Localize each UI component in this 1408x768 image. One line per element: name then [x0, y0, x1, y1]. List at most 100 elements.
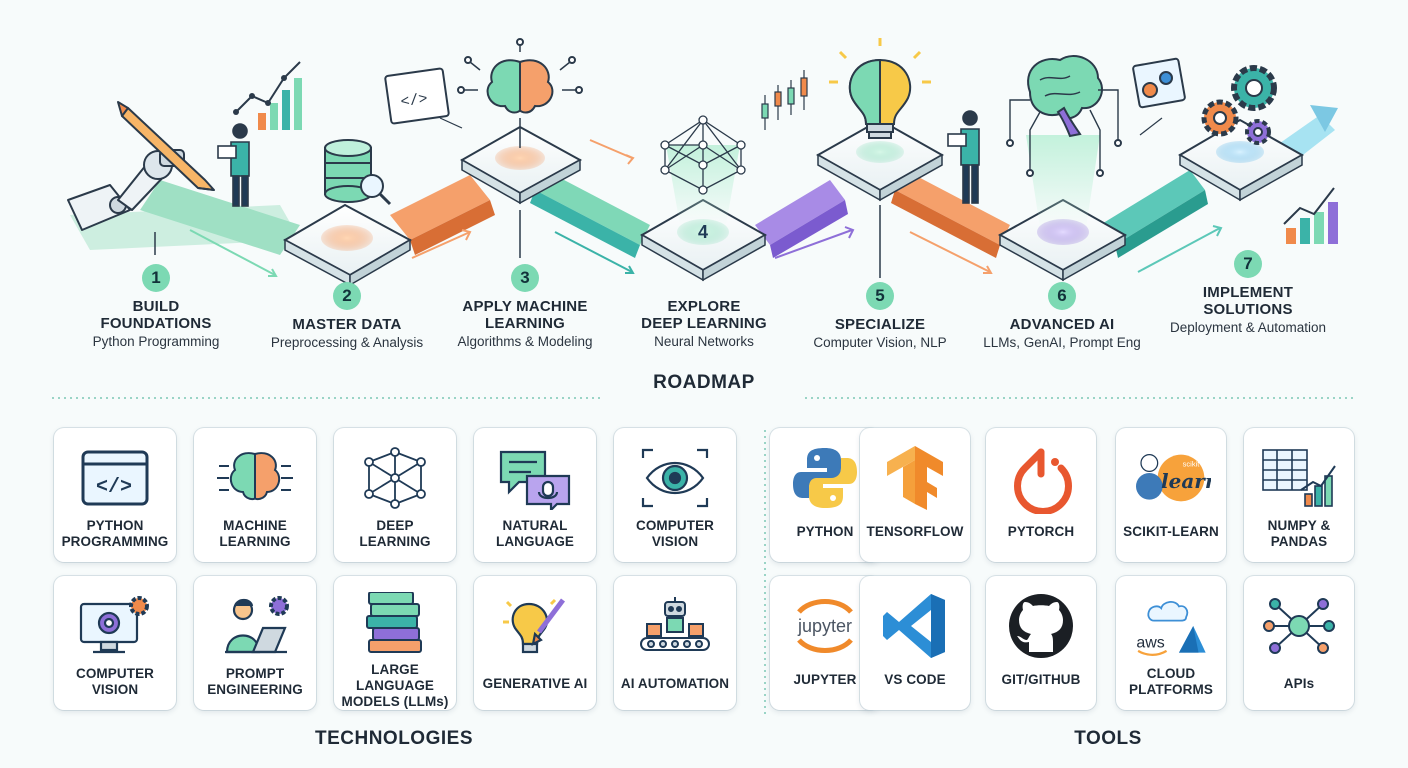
svg-text:jupyter: jupyter: [797, 616, 852, 636]
roadmap-step-5: 5 SPECIALIZE Computer Vision, NLP: [785, 282, 975, 352]
tech-card-generative-ai[interactable]: GENERATIVE AI: [474, 576, 596, 710]
person-laptop-step5-icon: [947, 110, 980, 204]
step-4-platform-number: 4: [697, 222, 708, 242]
chat-microphone-icon: [495, 442, 575, 514]
dotted-dividers: [52, 397, 1356, 715]
card-label: TENSORFLOW: [866, 524, 964, 539]
platform-step-6: [997, 198, 1128, 282]
github-logo-icon: [1001, 590, 1081, 662]
robot-arm-pencil-icon: [67, 101, 215, 231]
card-label: APIs: [1283, 676, 1315, 691]
settings-window-icon: [1132, 57, 1186, 109]
vscode-logo-icon: [875, 590, 955, 662]
code-window-float-icon: </>: [384, 67, 450, 125]
tools-title: TOOLS: [1074, 728, 1142, 749]
card-label: VS CODE: [884, 672, 946, 687]
platform-step-2: [282, 203, 413, 287]
tool-card-jupyter[interactable]: jupyter JUPYTER: [770, 576, 880, 710]
step-connectors: [154, 205, 881, 278]
neural-network-icon: [355, 442, 435, 514]
tool-card-tensorflow[interactable]: TENSORFLOW: [860, 428, 970, 562]
monitor-camera-icon: [75, 590, 155, 662]
roadmap-title: ROADMAP: [653, 372, 755, 393]
growth-chart-step7-icon: [1283, 187, 1338, 244]
lightbulb-brush-icon: [495, 590, 575, 662]
platform-step-4: [639, 198, 768, 282]
card-label: SCIKIT-LEARN: [1123, 524, 1219, 539]
step-subtitle: Computer Vision, NLP: [813, 335, 947, 350]
card-label: AI AUTOMATION: [620, 676, 730, 691]
books-icon: [355, 590, 435, 658]
database-magnifier-icon: [324, 139, 392, 206]
eye-icon: [635, 442, 715, 514]
svg-text:aws: aws: [1136, 634, 1164, 651]
person-laptop-step1-icon: [217, 123, 250, 207]
platform-step-3: [459, 125, 583, 205]
brain-circuit-step3-icon: [457, 38, 583, 148]
tool-card-vs-code[interactable]: VS CODE: [860, 576, 970, 710]
scikit-learn-logo-icon: scikitlearn: [1131, 442, 1211, 514]
jupyter-logo-icon: jupyter: [785, 590, 865, 662]
step-subtitle: Neural Networks: [654, 334, 754, 349]
svg-text:</>: </>: [400, 91, 429, 112]
technologies-title: TECHNOLOGIES: [314, 728, 473, 749]
step-number-badge: 1: [142, 264, 170, 292]
code-window-icon: </>: [75, 442, 155, 514]
card-label: PYTORCH: [1007, 524, 1075, 539]
tool-card-apis[interactable]: APIs: [1244, 576, 1354, 710]
card-label: NUMPY &PANDAS: [1267, 518, 1331, 549]
step-title: ADVANCED AI: [1009, 316, 1115, 333]
roadmap-step-2: 2 MASTER DATA Preprocessing & Analysis: [252, 282, 442, 352]
brain-circuit-icon: [215, 442, 295, 514]
robot-conveyor-icon: [635, 590, 715, 662]
platform-step-7: [1178, 118, 1305, 202]
svg-text:</>: </>: [96, 476, 132, 499]
tool-card-numpy-pandas[interactable]: NUMPY &PANDAS: [1244, 428, 1354, 562]
card-label: JUPYTER: [793, 672, 857, 687]
svg-text:scikit: scikit: [1183, 459, 1201, 468]
pytorch-logo-icon: [1001, 442, 1081, 514]
card-label: GENERATIVE AI: [482, 676, 588, 691]
python-logo-icon: [785, 442, 865, 514]
tool-card-scikit-learn[interactable]: scikitlearn SCIKIT-LEARN: [1116, 428, 1226, 562]
step-number-badge: 2: [333, 282, 361, 310]
roadmap-step-6: 6 ADVANCED AI LLMs, GenAI, Prompt Eng: [967, 282, 1157, 352]
step-number-badge: 3: [511, 264, 539, 292]
lightbulb-step5-icon: [829, 38, 931, 139]
tool-card-pytorch[interactable]: PYTORCH: [986, 428, 1096, 562]
api-nodes-icon: [1259, 590, 1339, 662]
roadmap-arrows: [189, 117, 1223, 277]
step-number-badge: 7: [1234, 250, 1262, 278]
tool-card-git-github[interactable]: GIT/GITHUB: [986, 576, 1096, 710]
svg-text:learn: learn: [1161, 469, 1211, 493]
step-number-badge: 6: [1048, 282, 1076, 310]
growth-chart-step1-icon: [233, 61, 302, 130]
step-subtitle: Deployment & Automation: [1169, 320, 1327, 335]
card-label: PYTHON: [796, 524, 854, 539]
cloud-aws-azure-icon: aws: [1131, 590, 1211, 662]
tech-card-ai-automation[interactable]: AI AUTOMATION: [614, 576, 736, 710]
spreadsheet-chart-icon: [1259, 442, 1339, 514]
